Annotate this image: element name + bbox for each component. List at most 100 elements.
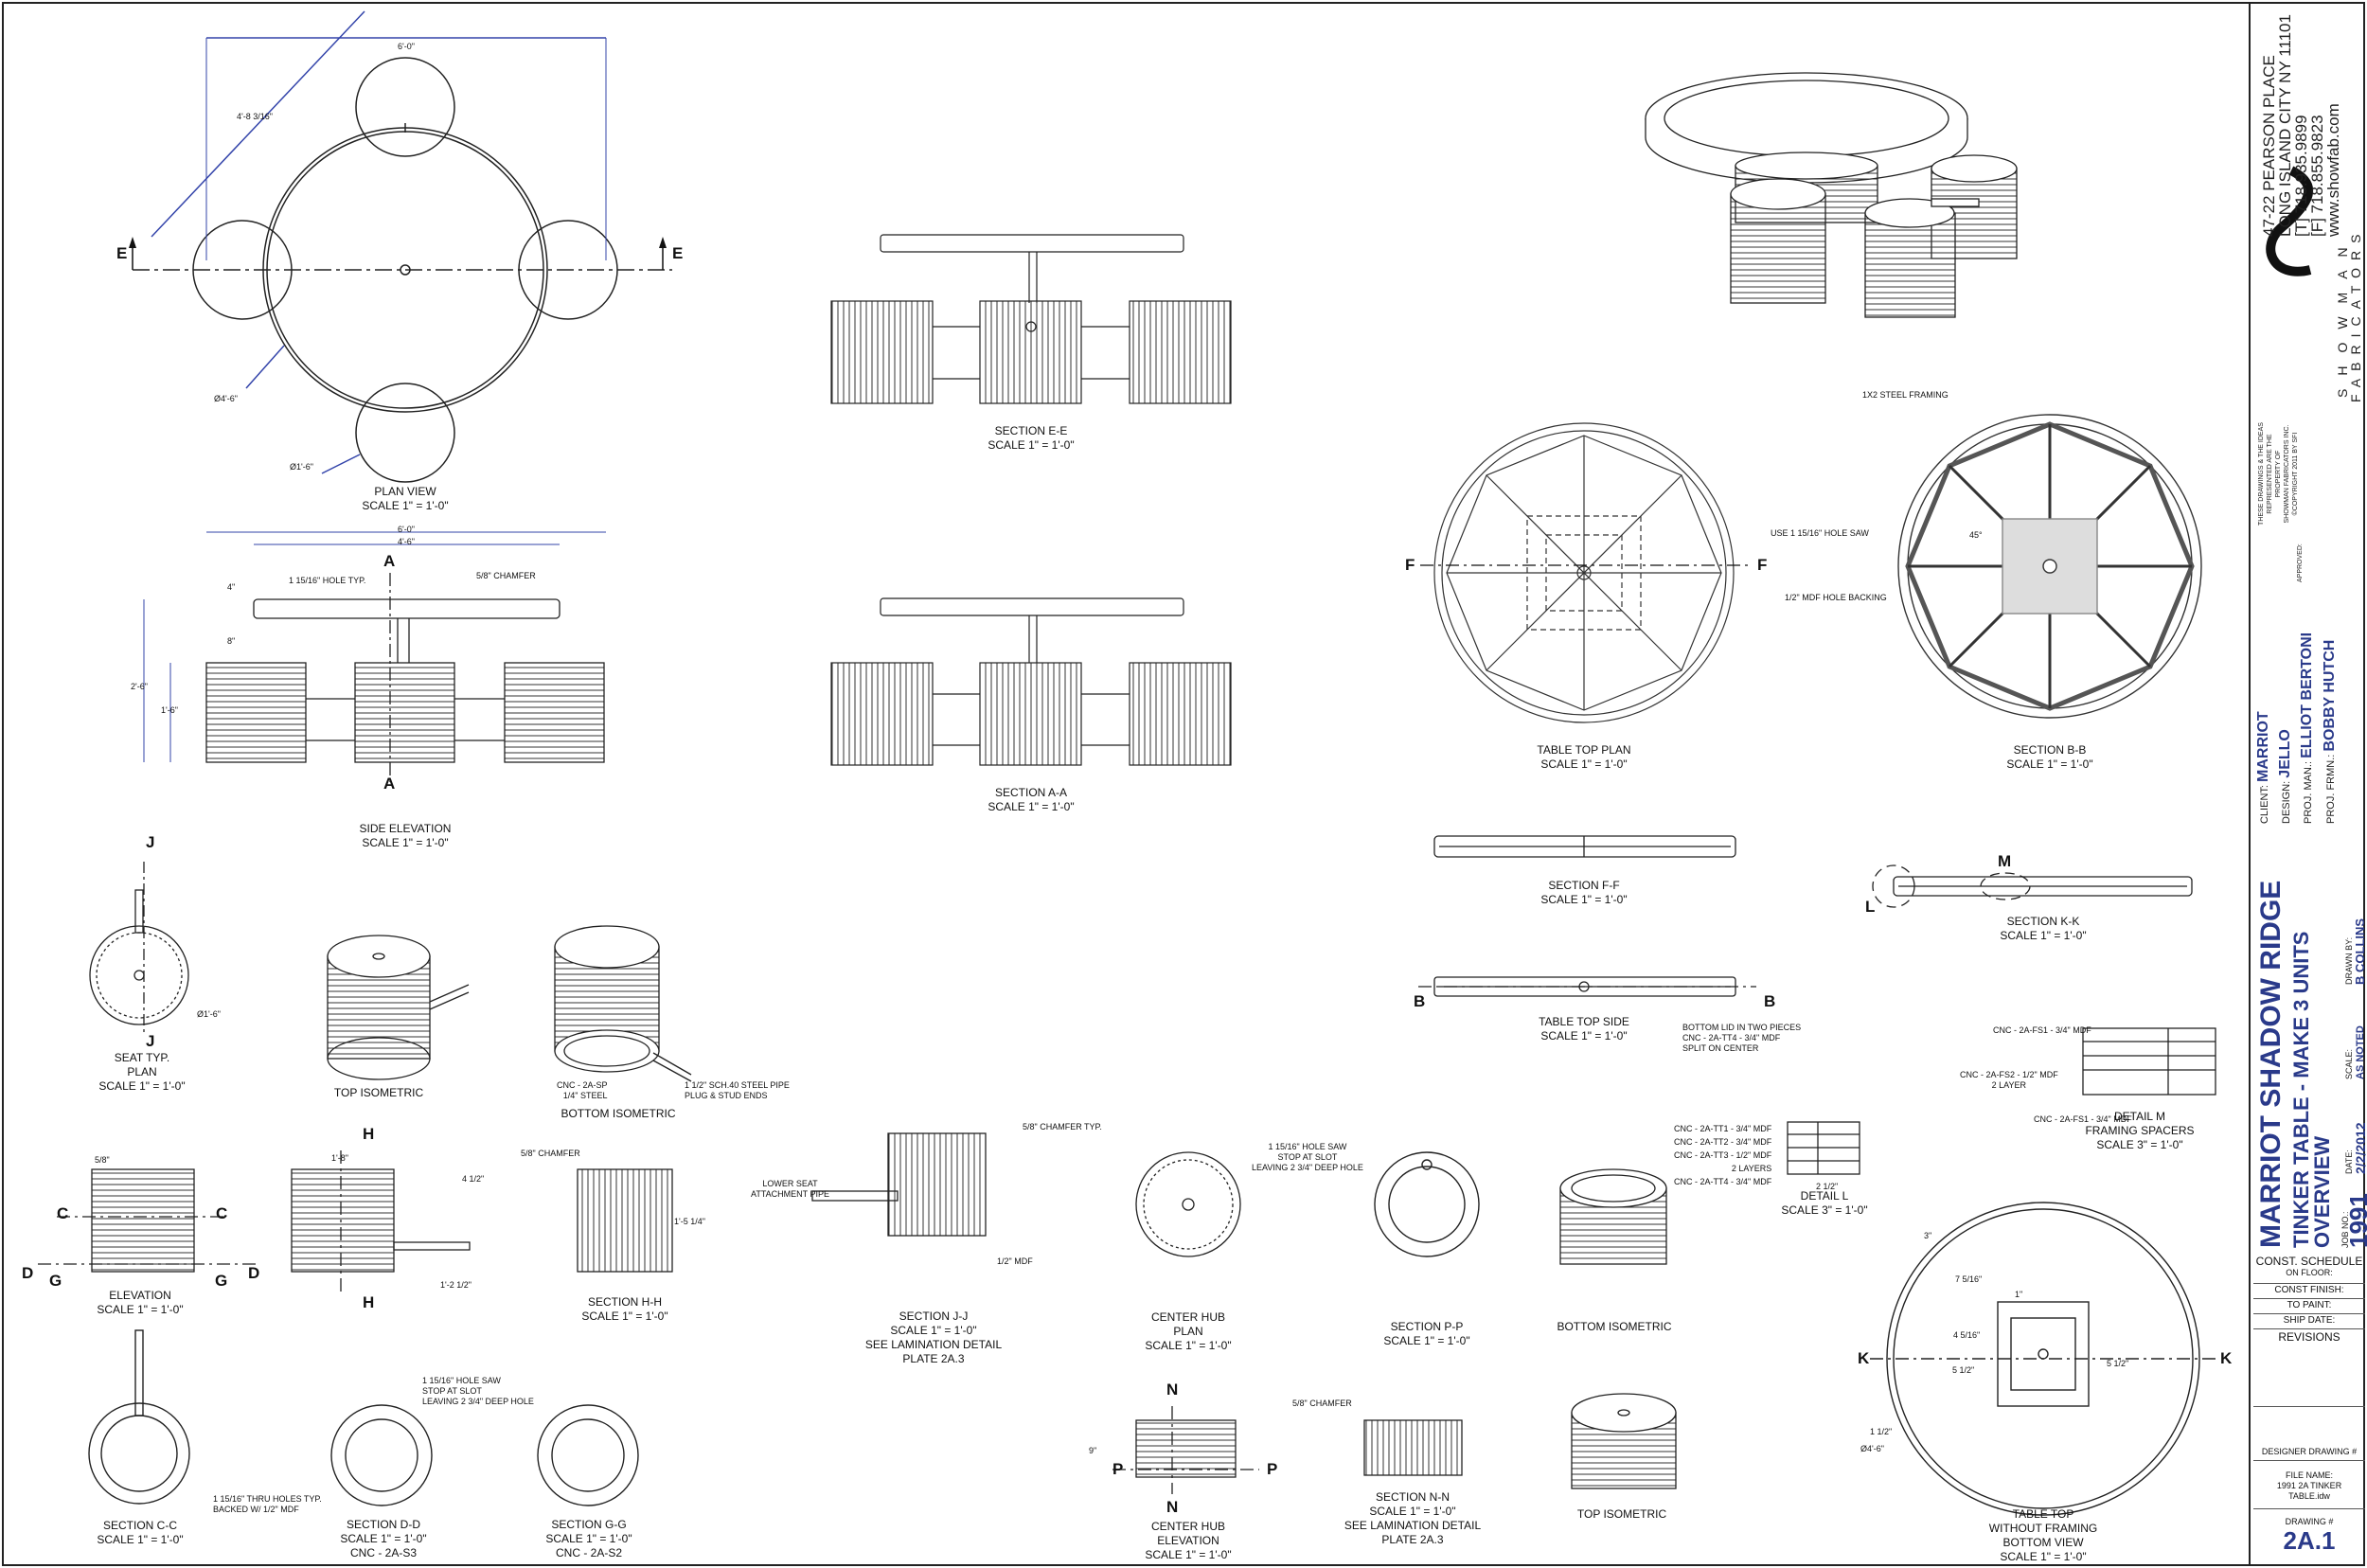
mark-g-left: G [49, 1272, 62, 1290]
label-top-isometric-1: TOP ISOMETRIC [333, 1086, 424, 1099]
table-isometric [1645, 72, 2018, 318]
hub-top-isometric [1571, 1393, 1677, 1489]
table-top-plan [1420, 422, 1752, 723]
note-chamfer-3: 5/8" CHAMFER [1292, 1399, 1352, 1408]
dim-2-6: 2'-6" [131, 682, 148, 691]
tb-project: MARRIOT SHADOW RIDGE [2255, 880, 2287, 1248]
seat-plan [89, 862, 189, 1032]
section-d-d [330, 1404, 433, 1506]
note-chamfer-typ: 5/8" CHAMFER TYP. [1023, 1122, 1102, 1131]
dim-seat-dia: Ø1'-6" [197, 1009, 221, 1019]
seat-elevation [38, 1168, 256, 1273]
dim-1-5q: 1'-5 1/4" [674, 1217, 705, 1226]
dim-45: 45° [1969, 530, 1983, 540]
mark-g-right: G [215, 1272, 228, 1290]
hub-bottom-isometric [1559, 1168, 1667, 1265]
tb-proj-frmn: PROJ. FRMN.: BOBBY HUTCH [2322, 639, 2338, 824]
tb-scale: SCALE:AS NOTED [2344, 1025, 2366, 1079]
side-elevation [143, 531, 606, 786]
mark-m: M [1998, 852, 2012, 870]
center-hub-plan [1135, 1151, 1241, 1257]
section-h-h [577, 1168, 673, 1273]
tb-approved: APPROVED: [2297, 543, 2304, 582]
table-top-side [1418, 976, 1756, 997]
section-arrows-e [129, 237, 667, 270]
mark-d-right: D [248, 1264, 260, 1282]
dim-4-5-16: 4 5/16" [1953, 1330, 1981, 1340]
tb-const-finish: CONST FINISH: [2253, 1285, 2365, 1299]
dim-9: 9" [1089, 1446, 1097, 1455]
note-half-mdf: 1/2" MDF [997, 1256, 1033, 1266]
seat-bottom-isometric [554, 925, 692, 1082]
section-g-g [537, 1404, 639, 1506]
dim-1-2-half: 1'-2 1/2" [440, 1280, 472, 1290]
dim-dia-1-6: Ø1'-6" [290, 462, 313, 472]
dim-1-6: 1'-6" [161, 705, 178, 715]
section-j-j [811, 1132, 987, 1237]
dim-dia-4-6: Ø4'-6" [214, 394, 238, 403]
dim-7-5-16: 7 5/16" [1955, 1274, 1983, 1284]
center-hub-elevation [1112, 1406, 1259, 1494]
detail-l [1787, 1121, 1860, 1175]
dim-4: 4" [227, 582, 236, 592]
mark-c-right: C [216, 1204, 228, 1222]
label-bottom-isometric-2: BOTTOM ISOMETRIC [1557, 1320, 1672, 1333]
section-p-p [1374, 1151, 1480, 1257]
note-chamfer-2: 5/8" CHAMFER [521, 1149, 580, 1158]
tb-fabricators: FABRICATORS [2348, 226, 2363, 402]
note-framing: 1X2 STEEL FRAMING [1862, 390, 1949, 400]
tb-drawing-number: DRAWING #2A.1 [2283, 1517, 2336, 1555]
mark-b-left: B [1414, 992, 1426, 1010]
tb-date: DATE:2/2/2012 [2344, 1122, 2367, 1175]
dim-1: 1" [2015, 1290, 2023, 1299]
dim-4-8: 4'-8 3/16" [237, 112, 273, 121]
mark-h-top: H [363, 1125, 375, 1143]
showman-logo [2266, 166, 2314, 276]
mark-a-top: A [383, 552, 396, 570]
seat-elevation-h [291, 1150, 471, 1292]
dim-6-0: 6'-0" [398, 42, 415, 51]
note-hole-saw: USE 1 15/16" HOLE SAW [1771, 528, 1869, 538]
mark-c-left: C [57, 1204, 69, 1222]
table-top-bottom-view [1870, 1202, 2217, 1516]
tb-client: CLIENT: MARRIOT [2255, 711, 2271, 824]
mark-l: L [1865, 898, 1876, 916]
tb-design: DESIGN: JELLO [2277, 729, 2293, 824]
dim-5-half-2: 5 1/2" [2107, 1359, 2129, 1368]
mark-n-top: N [1166, 1381, 1179, 1399]
section-b-b [1897, 414, 2202, 719]
dim-1-8: 1'-8" [331, 1153, 348, 1163]
mark-f-left: F [1405, 556, 1415, 574]
mark-n-bottom: N [1166, 1498, 1179, 1516]
mark-k-right: K [2220, 1349, 2233, 1367]
dim-side-4-6: 4'-6" [398, 537, 415, 546]
mark-f-right: F [1757, 556, 1768, 574]
